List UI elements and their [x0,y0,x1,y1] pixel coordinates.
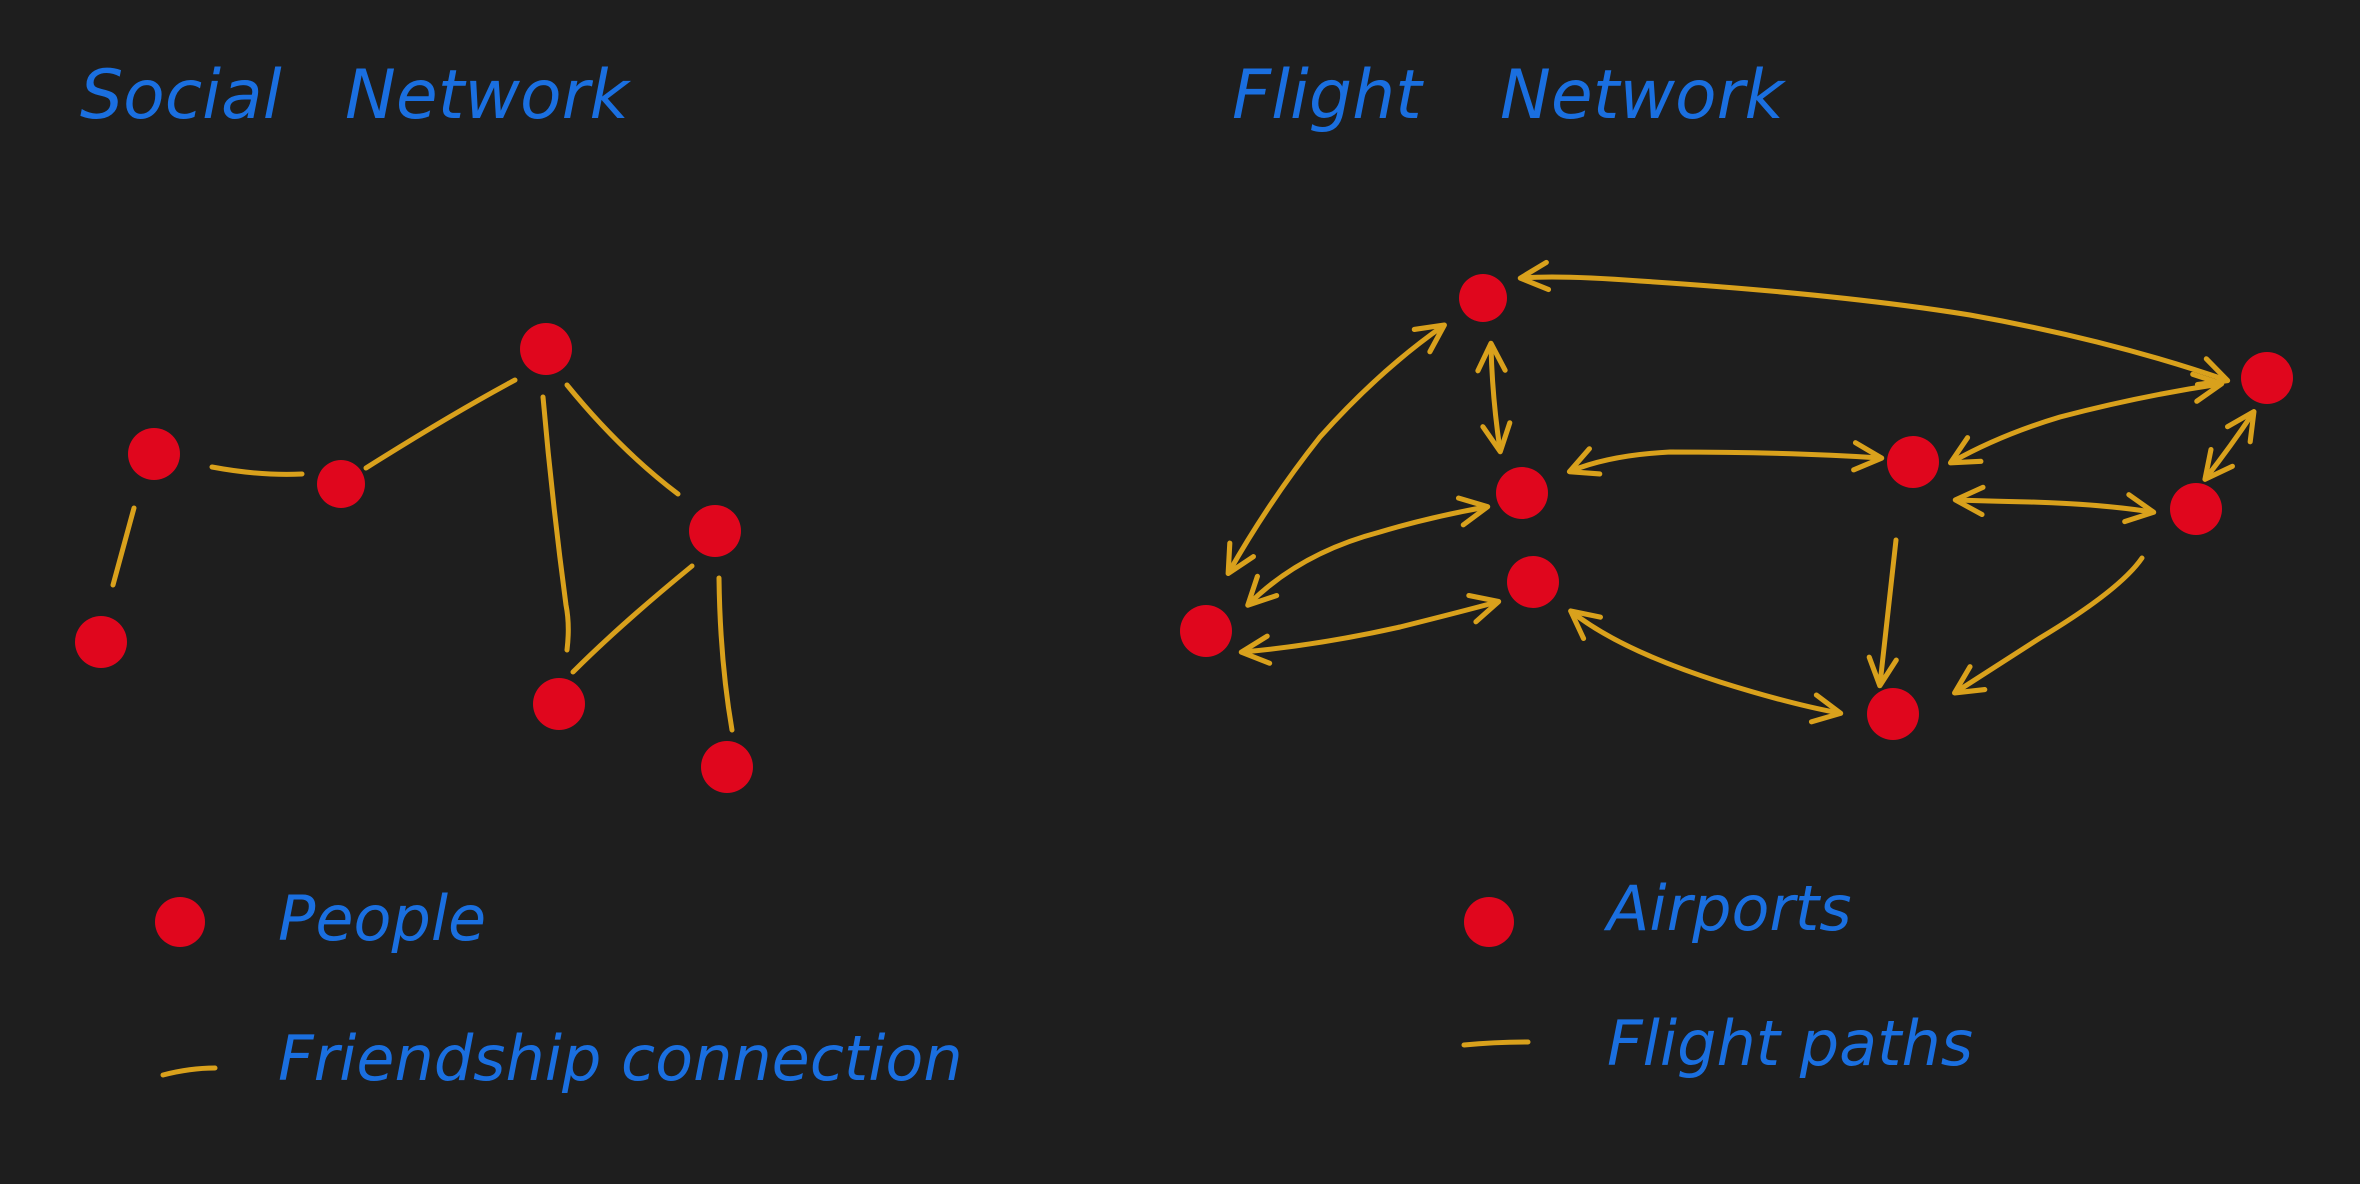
social-edge-p4-p6 [540,394,571,653]
flight-edge-a5-a6 [1952,484,2157,525]
social-node-person-2 [128,428,180,480]
social-node-person-1 [75,616,127,668]
social-edge-p2-p3 [209,464,305,477]
flight-legend-edge-swatch [1461,1039,1531,1048]
flight-edge-a3-a5 [1566,440,1885,477]
social-node-person-6 [533,678,585,730]
flight-title-word1: Flight [1232,56,1424,135]
social-edge-p3-p4 [363,377,518,471]
flight-edge-a6-a8 [1952,555,2145,696]
social-nodes [75,323,753,793]
flight-node-airport-2 [1180,605,1232,657]
flight-edge-a5-a8 [1866,537,1899,689]
flight-node-airport-3 [1496,467,1548,519]
social-legend-node-swatch [155,897,205,947]
social-edge-p2-p1 [110,505,137,588]
social-node-person-3 [317,460,365,508]
social-edge-p4-p5 [564,382,681,497]
flight-edge-a1-a7 [1517,259,2231,388]
flight-node-airport-4 [1507,556,1559,608]
social-edges [110,377,735,733]
flight-edges [1225,259,2257,725]
social-node-person-7 [701,741,753,793]
flight-edge-a2-a3 [1245,495,1491,608]
flight-node-airport-1 [1459,274,1507,322]
flight-node-airport-5 [1887,436,1939,488]
social-node-person-4 [520,323,572,375]
social-legend-node-label: People [278,882,486,955]
social-legend-edge-swatch [160,1065,218,1078]
flight-edge-a1-a3 [1475,340,1513,455]
social-title-word2: Network [345,56,632,135]
social-node-person-5 [689,505,741,557]
flight-edge-a2-a4 [1238,592,1502,666]
flight-legend-node-label: Airports [1603,872,1852,945]
flight-legend-node-swatch [1464,897,1514,947]
flight-edge-a4-a8 [1568,608,1844,725]
social-edge-p5-p7 [716,575,735,733]
flight-title-word2: Network [1500,56,1787,135]
flight-legend-edge-label: Flight paths [1607,1007,1973,1080]
social-title-word1: Social [80,56,282,135]
flight-node-airport-6 [2170,483,2222,535]
flight-node-airport-8 [1867,688,1919,740]
social-edge-p5-p6 [570,563,695,675]
flight-oneway-edges [1866,537,2145,696]
flight-nodes [1180,274,2293,740]
flight-edge-a1-a2 [1225,322,1447,577]
flight-node-airport-7 [2241,352,2293,404]
social-legend-edge-label: Friendship connection [278,1022,963,1095]
flight-edge-a5-a7 [1947,371,2225,466]
flight-edge-a6-a7 [2202,409,2257,482]
